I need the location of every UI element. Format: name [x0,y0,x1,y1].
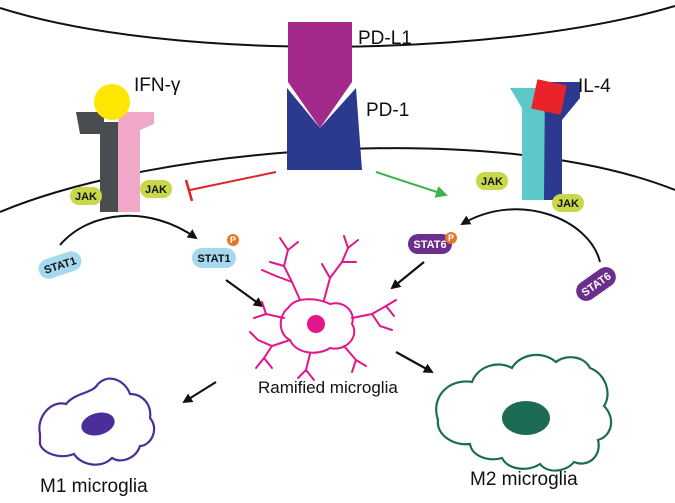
stat1-path-curve [59,214,198,246]
m2-nucleus [502,401,550,435]
jak-left-2-label: JAK [145,184,167,196]
stat6-phosphorylated [408,234,452,254]
pd1-receptor [287,88,362,170]
stat1-to-ramified-arrow [225,279,264,308]
ramified-microglia [249,235,397,381]
ramified-label: Ramified microglia [258,378,398,397]
stat1-phospho-label: P [230,235,236,245]
ifng-label: IFN-γ [134,75,181,96]
jak-right-1-label: JAK [481,176,503,188]
activation-arrow [375,171,448,198]
jak-right-2-label: JAK [557,198,579,210]
ifngr-pink-chain [118,112,154,212]
il4r-teal-chain [510,88,545,200]
pd1-label: PD-1 [366,100,409,121]
ramified-to-m2-arrow [395,351,434,373]
stat6-to-ramified-arrow [390,261,425,290]
inhibition-bar [184,179,194,202]
ramified-nucleus [307,315,325,333]
ramified-to-m1-arrow [182,381,217,404]
m1-label: M1 microglia [40,476,148,497]
stat1-phospho-dot [227,234,239,246]
m2-label: M2 microglia [470,469,578,490]
jak-left-1 [70,187,102,205]
jak-left-2 [140,180,172,198]
il4-ligand [531,79,567,115]
stat6-p-label: STAT6 [413,239,446,251]
ifngr-dark-chain [76,112,120,212]
stat1-unphosphorylated [38,251,82,279]
inhibition-arrow [189,171,277,191]
stat1-phosphorylated [192,248,236,268]
jak-right-1 [476,172,508,190]
il4-label: IL-4 [578,76,611,97]
ifng-ligand [94,84,130,120]
stat6-phospho-dot [445,232,457,244]
jak-left-1-label: JAK [75,191,97,203]
m1-nucleus [81,412,115,436]
jak-right-2 [552,194,584,212]
stat6-path-curve [460,208,601,263]
pdl1-label: PD-L1 [358,28,412,49]
pdl1-ligand [288,22,352,128]
stat6-unphosphorylated [576,267,616,301]
stat6-phospho-label: P [448,233,454,243]
stat1-p-label: STAT1 [197,253,230,265]
